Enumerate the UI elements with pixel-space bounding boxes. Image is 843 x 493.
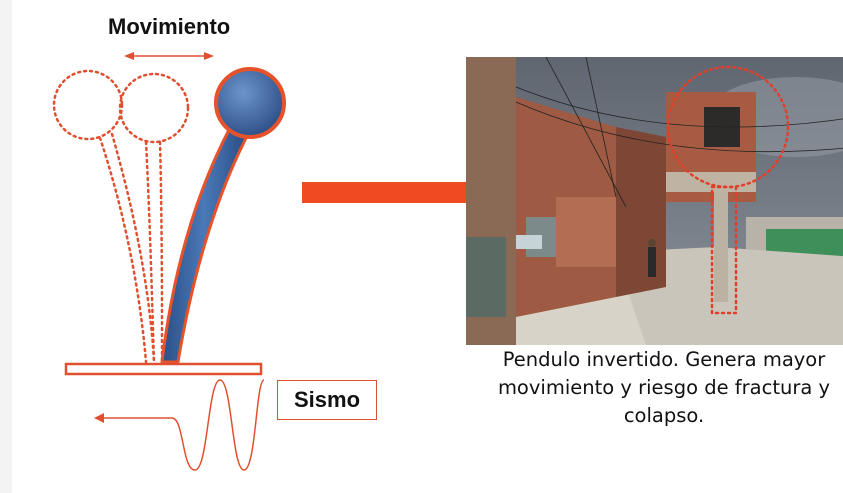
movement-title: Movimiento (108, 14, 231, 39)
left-arrow-icon (94, 413, 172, 423)
sismo-label-box: Sismo (277, 380, 377, 420)
dotted-pendulum-middle (118, 72, 190, 364)
double-headed-arrow-icon (124, 52, 214, 60)
seismic-wave (171, 379, 265, 471)
slide: Movimiento (12, 0, 843, 493)
inverted-pendulum-column (160, 67, 286, 364)
sismo-label: Sismo (293, 387, 361, 412)
photo-caption: Pendulo invertido. Genera mayor movimien… (497, 348, 831, 427)
base-plate (64, 362, 263, 376)
street-photo-illustration (466, 57, 843, 345)
street-photo (466, 57, 843, 345)
dotted-pendulum-left (52, 69, 156, 364)
